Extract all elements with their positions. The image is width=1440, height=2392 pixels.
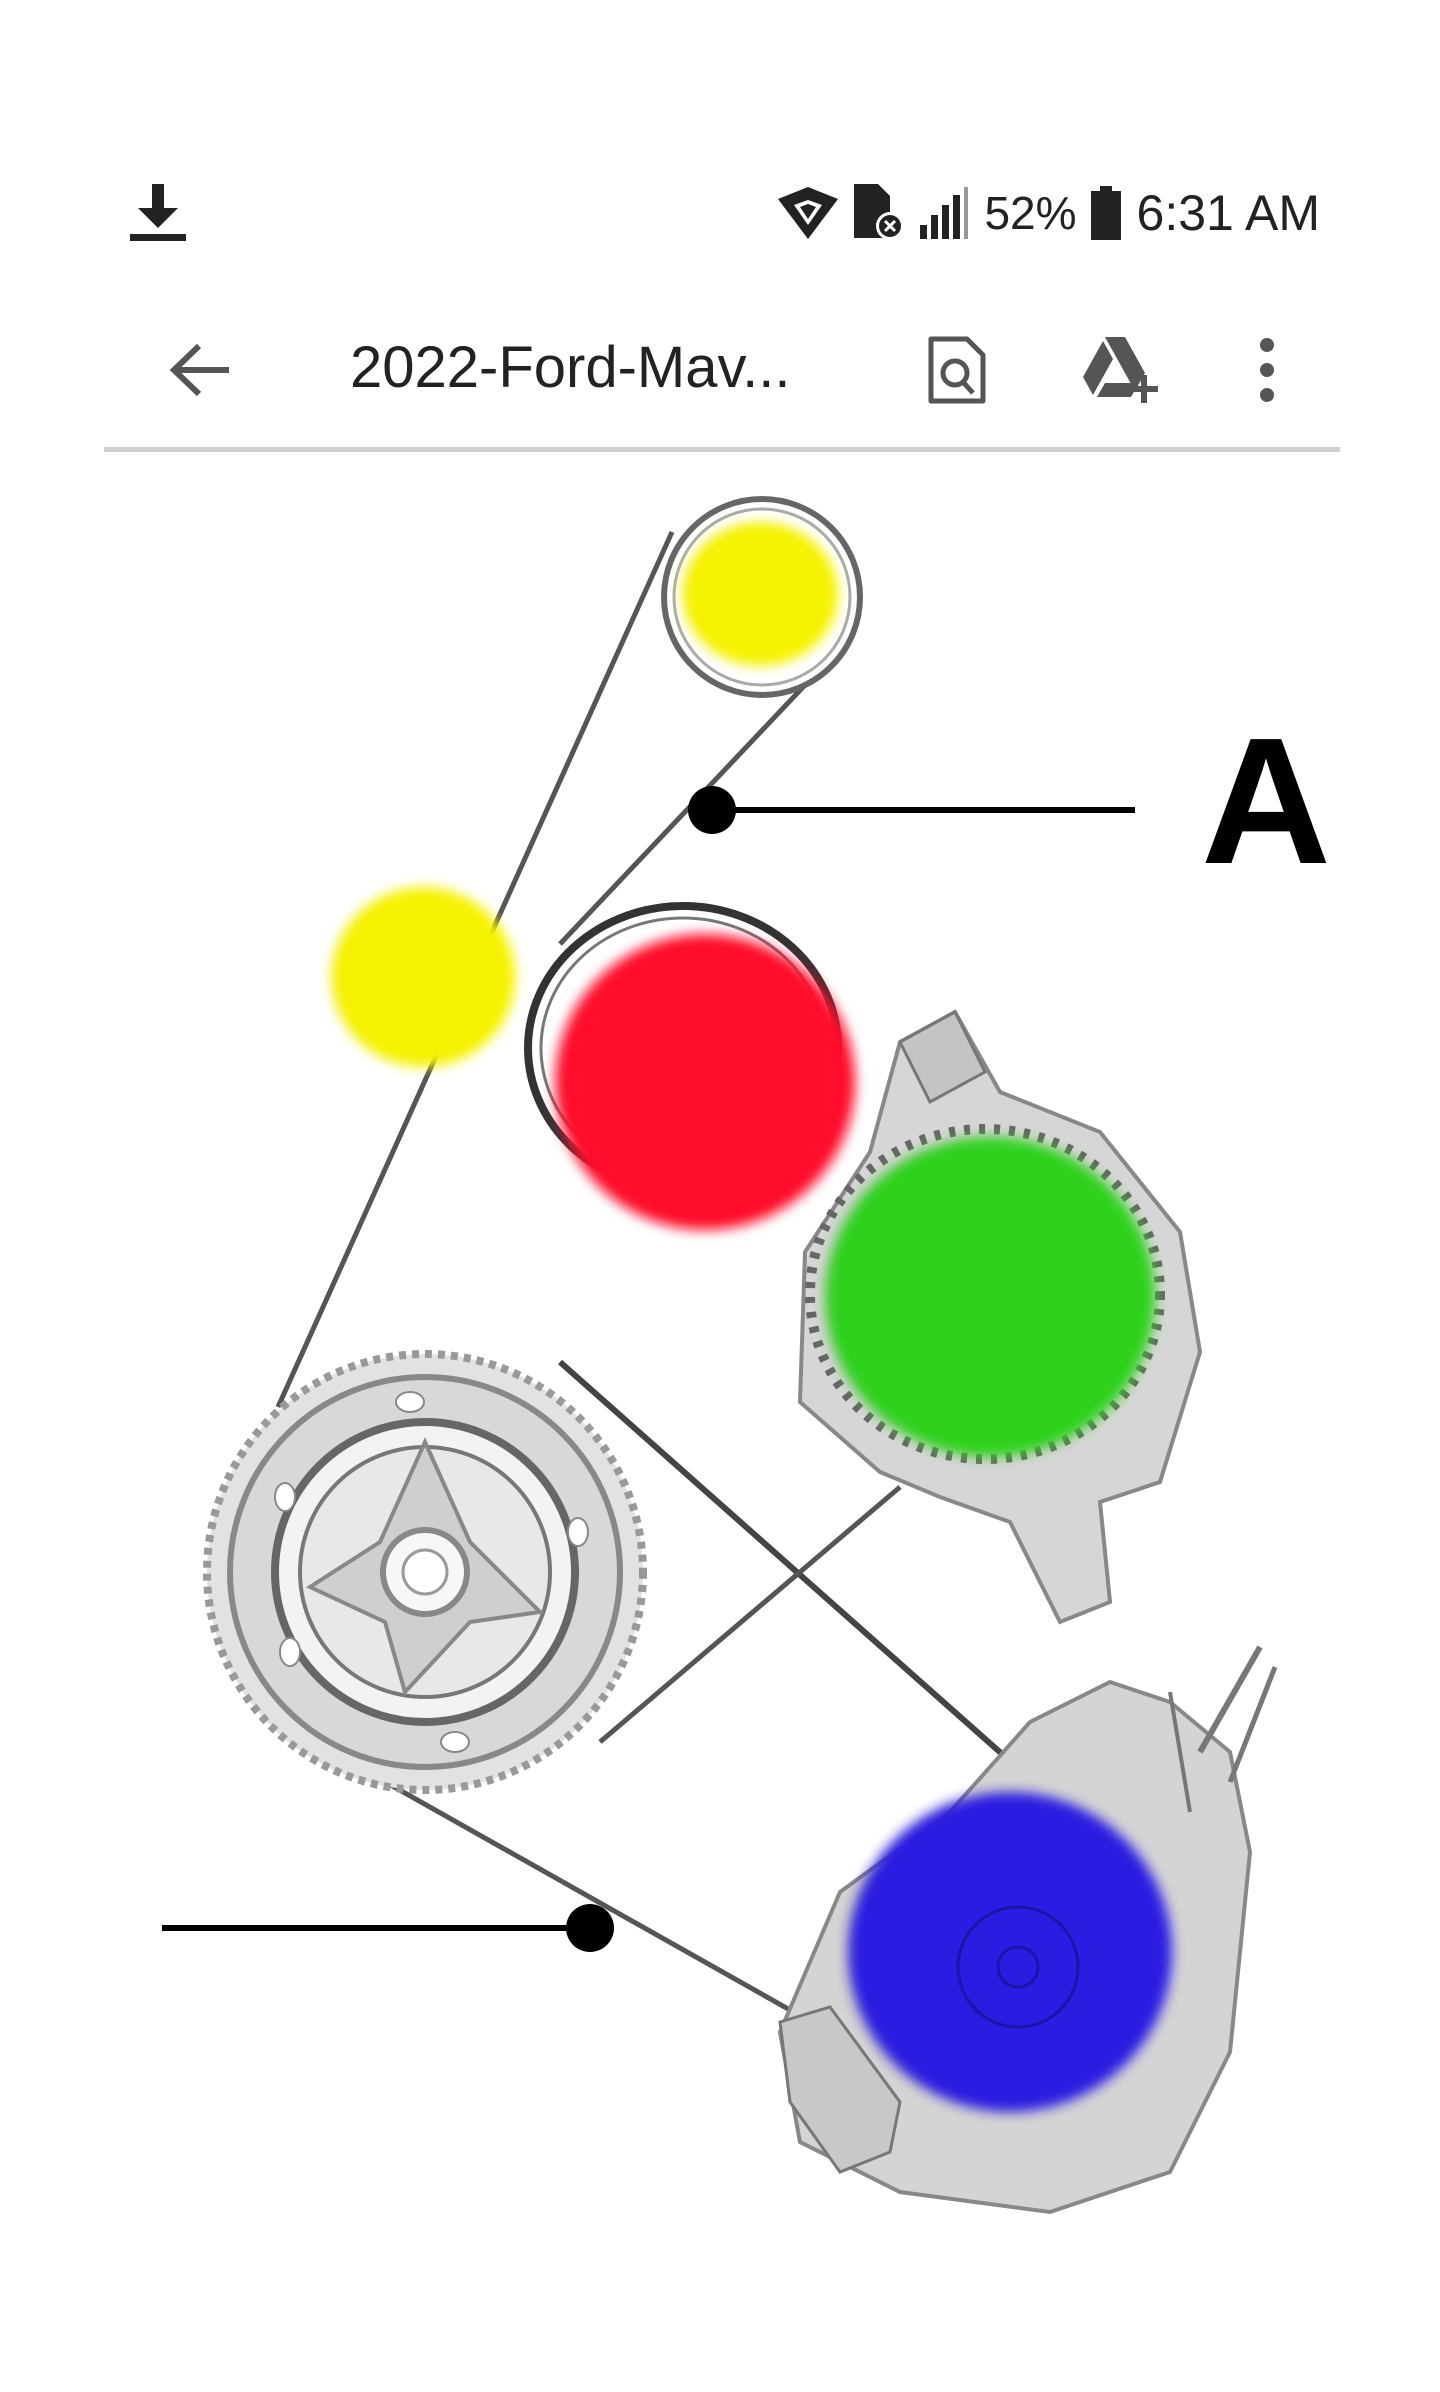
callout-label-a: A (1201, 701, 1331, 902)
crankshaft-pulley (203, 1350, 647, 1794)
battery-percent: 52% (984, 187, 1077, 239)
top-idler-pulley (682, 522, 838, 666)
add-to-drive-icon (1083, 337, 1158, 403)
app-bar-divider (104, 447, 1340, 452)
belt-routing-diagram (162, 496, 1278, 2215)
more-vert-icon (1260, 338, 1274, 402)
wifi-icon (778, 187, 839, 239)
more-options-button[interactable] (1232, 320, 1302, 420)
callout-a (688, 786, 1135, 834)
signal-icon (920, 187, 969, 239)
blue-pulley-detail (956, 1905, 1080, 2029)
status-icons: 52% 6:31 AM (778, 178, 1320, 248)
find-in-document-button[interactable] (912, 320, 1002, 420)
color-pulleys (331, 522, 1172, 2112)
left-idler-pulley (331, 887, 515, 1067)
document-title: 2022-Ford-Mav... (350, 335, 791, 400)
add-to-drive-button[interactable] (1068, 320, 1178, 420)
document-view: A (0, 452, 1440, 2392)
clock: 6:31 AM (1136, 185, 1320, 241)
sim-error-icon (854, 184, 905, 240)
red-pulley (555, 934, 855, 1230)
battery-icon (1090, 186, 1121, 240)
app-bar: 2022-Ford-Mav... (0, 290, 1440, 450)
status-bar: 52% 6:31 AM (0, 0, 1440, 290)
find-in-document-icon (928, 336, 986, 404)
back-button[interactable] (155, 325, 245, 415)
blue-pulley (848, 1792, 1172, 2112)
green-pulley (825, 1137, 1155, 1457)
download-icon (130, 184, 186, 241)
callout-bottom (162, 1904, 614, 1952)
back-arrow-icon (169, 343, 229, 397)
